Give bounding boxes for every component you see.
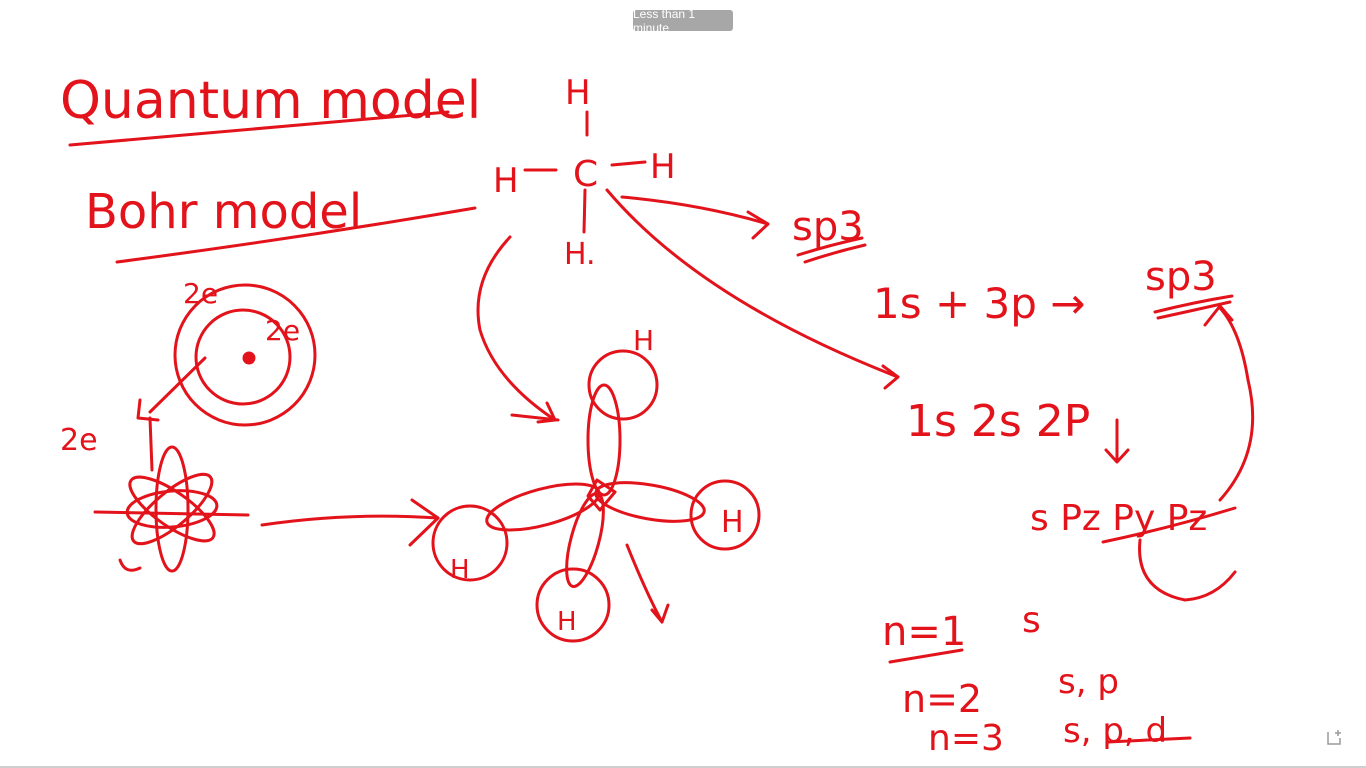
bohr-underline bbox=[115, 206, 477, 264]
h-orbital-top bbox=[587, 349, 659, 421]
arrow-quantum-to-hybrid bbox=[260, 514, 440, 527]
p-orbitals: s Pz Py Pz bbox=[1030, 498, 1207, 539]
n3-value: s, p, d bbox=[1063, 711, 1167, 751]
methane-h-bottom: H. bbox=[564, 237, 596, 272]
methane-h-right: H bbox=[650, 147, 676, 187]
methane-c: C bbox=[573, 154, 598, 195]
bohr-outer-shell bbox=[173, 283, 317, 427]
bohr-electrons-right: 2e bbox=[265, 314, 300, 347]
arrow-to-config bbox=[605, 188, 900, 379]
curved-arrow-up bbox=[1218, 306, 1255, 502]
bohr-inner-shell bbox=[194, 308, 292, 406]
orbital-h-bottom: H bbox=[557, 607, 577, 637]
methane-h-left: H bbox=[493, 161, 519, 201]
quantum-model-title: Quantum model bbox=[60, 71, 481, 131]
bohr-model-title: Bohr model bbox=[85, 184, 362, 240]
orbital-h-top: H bbox=[633, 324, 654, 357]
curved-arrow-methane bbox=[476, 235, 557, 422]
n1-value: s bbox=[1022, 600, 1041, 641]
arrow-to-sp3 bbox=[620, 195, 770, 226]
n3-label: n=3 bbox=[928, 718, 1004, 759]
h-orbital-bottom bbox=[535, 567, 611, 643]
bond-bottom bbox=[582, 188, 587, 234]
sp3-label: sp3 bbox=[792, 204, 864, 250]
corner-expand-icon[interactable] bbox=[1326, 728, 1344, 746]
bottom-divider bbox=[0, 766, 1366, 768]
orbital-h-right: H bbox=[721, 505, 744, 540]
bohr-electrons-top: 2e bbox=[183, 277, 218, 310]
n2-label: n=2 bbox=[902, 677, 982, 721]
hybrid-equation: 1s + 3p → bbox=[873, 279, 1085, 328]
methane-h-top: H bbox=[565, 73, 591, 113]
h-orbital-left bbox=[431, 504, 509, 582]
hybrid-result: sp3 bbox=[1145, 254, 1217, 300]
h-orbital-right bbox=[689, 479, 761, 551]
orbital-h-left: H bbox=[450, 555, 470, 585]
electron-config: 1s 2s 2P bbox=[906, 396, 1090, 447]
n1-label: n=1 bbox=[882, 609, 966, 655]
bond-right bbox=[610, 160, 647, 167]
n2-value: s, p bbox=[1058, 662, 1119, 702]
quantum-underline bbox=[68, 110, 450, 147]
bohr-electrons-left: 2e bbox=[60, 423, 98, 458]
duration-badge: Less than 1 minute bbox=[633, 7, 733, 35]
handwriting-layer: Quantum model Bohr model H H C H H. sp3 … bbox=[60, 71, 1217, 759]
